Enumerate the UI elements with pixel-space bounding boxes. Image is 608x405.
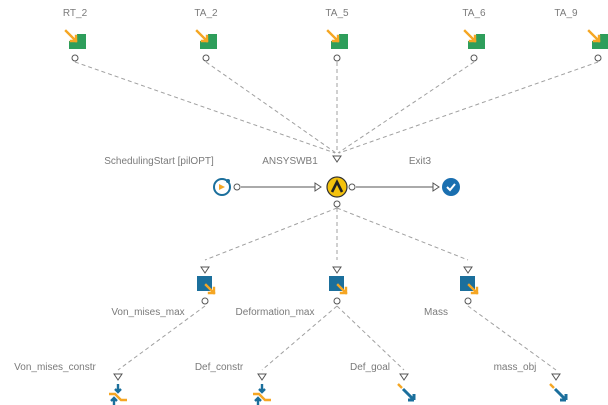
goal-node-vonmises-constr[interactable] — [109, 373, 127, 405]
goal-node-mass-obj[interactable] — [549, 373, 568, 402]
connector-ta9-solver — [338, 61, 599, 154]
ansys-solver-icon — [326, 176, 348, 198]
solver-output-port[interactable] — [348, 183, 356, 191]
solver-top-input-arrow — [332, 155, 342, 163]
exit-node-label: Exit3 — [408, 156, 432, 167]
exit-input-arrow — [432, 182, 440, 192]
input-parameter-icon — [587, 29, 608, 49]
output-node-deformation[interactable] — [329, 266, 348, 305]
input-node-ta2[interactable] — [195, 29, 217, 62]
output-port[interactable] — [594, 54, 602, 62]
input-parameter-icon — [463, 29, 485, 49]
input-arrow — [200, 266, 210, 274]
start-node-label: SchedulingStart [pilOPT] — [104, 156, 214, 167]
output-variable-icon — [197, 276, 216, 295]
output-port[interactable] — [71, 54, 79, 62]
objective-icon — [549, 383, 568, 402]
exit-check-icon — [442, 178, 460, 196]
input-label-ta6: TA_6 — [462, 8, 486, 19]
output-port[interactable] — [201, 297, 209, 305]
goal-label-def-constr: Def_constr — [194, 362, 244, 373]
output-node-mass[interactable] — [460, 266, 479, 305]
connector-deformation-constr — [261, 305, 338, 371]
goal-connections — [117, 305, 557, 371]
goal-label-vonmises-constr: Von_mises_constr — [14, 362, 96, 373]
solver-input-arrow — [314, 182, 322, 192]
input-label-rt2: RT_2 — [62, 8, 88, 19]
solver-node-label: ANSYSWB1 — [262, 156, 318, 167]
connector-mass-obj — [467, 305, 557, 371]
objective-icon — [397, 383, 416, 402]
start-output-port[interactable] — [233, 183, 241, 191]
input-arrow — [113, 373, 123, 381]
input-node-ta9[interactable] — [587, 29, 608, 62]
solver-node[interactable] — [314, 155, 356, 208]
constraint-icon — [109, 384, 127, 405]
output-label-vonmises: Von_mises_max — [111, 307, 185, 318]
start-node[interactable] — [213, 178, 241, 196]
input-parameter-icon — [195, 29, 217, 49]
output-port[interactable] — [333, 54, 341, 62]
input-arrow — [257, 373, 267, 381]
connector-solver-vonmises — [204, 207, 338, 261]
solver-bottom-port[interactable] — [333, 200, 341, 208]
connector-ta6-solver — [337, 61, 475, 154]
output-port[interactable] — [470, 54, 478, 62]
input-arrow — [551, 373, 561, 381]
output-variable-icon — [460, 276, 479, 295]
input-arrow — [332, 266, 342, 274]
input-arrow — [399, 373, 409, 381]
output-port[interactable] — [202, 54, 210, 62]
goal-node-def-constr[interactable] — [253, 373, 271, 405]
connector-rt2-solver — [74, 61, 336, 154]
input-parameter-icon — [64, 29, 86, 49]
input-node-ta5[interactable] — [326, 29, 348, 62]
input-arrow — [463, 266, 473, 274]
input-node-rt2[interactable] — [64, 29, 86, 62]
output-port[interactable] — [333, 297, 341, 305]
goal-label-mass-obj: mass_obj — [493, 362, 537, 373]
output-connections — [204, 207, 469, 261]
constraint-icon — [253, 384, 271, 405]
output-variable-icon — [329, 276, 348, 295]
input-label-ta5: TA_5 — [325, 8, 349, 19]
connector-deformation-goal — [336, 305, 405, 371]
output-label-deformation: Deformation_max — [235, 307, 315, 318]
goal-label-def-goal: Def_goal — [349, 362, 391, 373]
connector-ta2-solver — [205, 61, 337, 154]
input-parameter-icon — [326, 29, 348, 49]
exit-node[interactable] — [432, 178, 460, 196]
input-node-ta6[interactable] — [463, 29, 485, 62]
output-port[interactable] — [464, 297, 472, 305]
output-node-vonmises[interactable] — [197, 266, 216, 305]
output-label-mass: Mass — [424, 307, 448, 318]
input-label-ta2: TA_2 — [194, 8, 218, 19]
input-connections — [74, 61, 599, 154]
connector-solver-mass — [336, 207, 469, 261]
scheduling-start-icon — [213, 178, 231, 196]
goal-node-def-goal[interactable] — [397, 373, 416, 402]
input-label-ta9: TA_9 — [554, 8, 578, 19]
